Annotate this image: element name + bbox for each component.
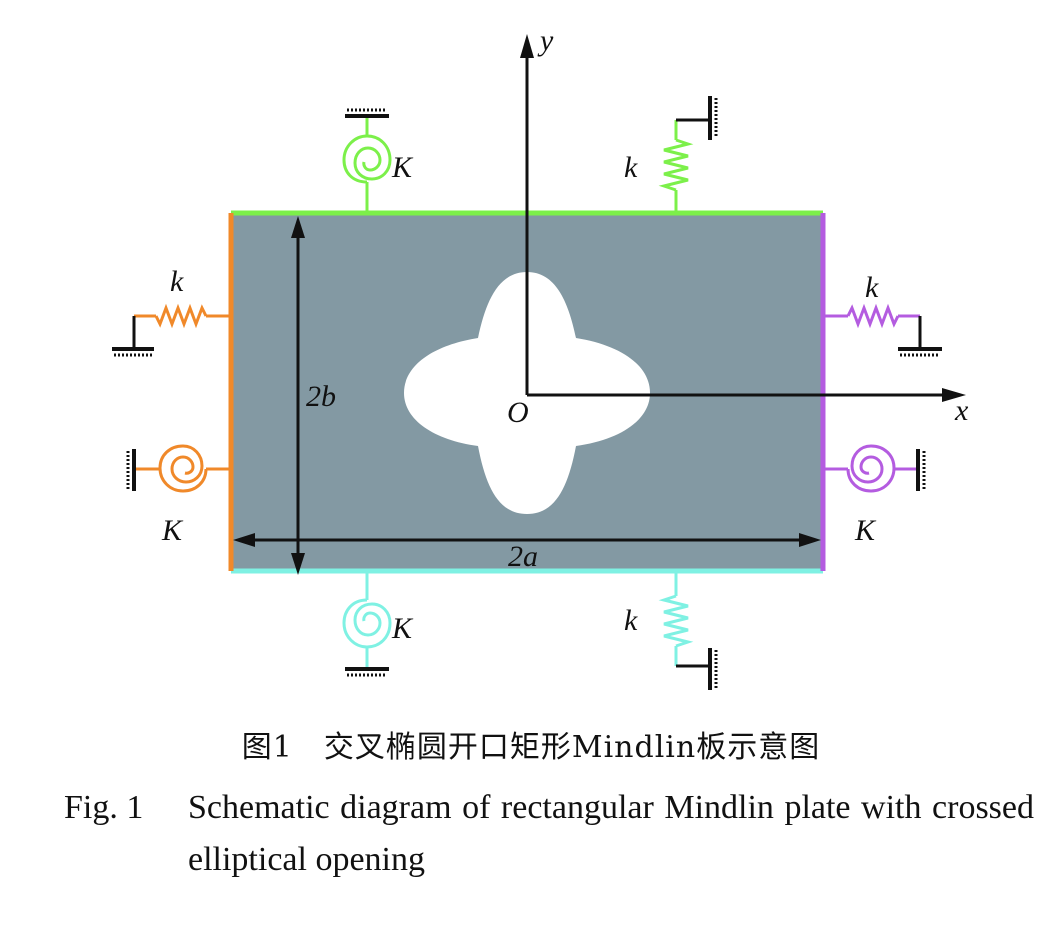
left-translational-spring-ground [112, 316, 154, 357]
bottom-rotational-spring [342, 571, 392, 668]
bottom-translational-spring-ground [676, 648, 718, 690]
caption-figure-number: Fig. 1 [64, 789, 144, 826]
right-rotational-spring [823, 444, 916, 493]
left-translational-spring-label: k [170, 265, 184, 298]
height-dimension-arrow-top [291, 216, 305, 238]
right-translational-spring-label: k [865, 271, 879, 304]
left-rotational-spring-label: K [161, 514, 184, 547]
origin-label: O [507, 396, 529, 429]
bottom-rotational-spring-ground [345, 667, 389, 677]
y-axis-arrowhead [520, 34, 534, 58]
y-axis-label: y [537, 24, 554, 57]
width-dimension-arrow-right [799, 533, 821, 547]
right-translational-spring [823, 303, 920, 329]
left-rotational-spring-ground [126, 449, 136, 491]
right-rotational-spring-ground [916, 449, 926, 491]
bottom-translational-spring-label: k [624, 604, 638, 637]
caption-chinese: 图1 交叉椭圆开口矩形Mindlin板示意图 [241, 730, 821, 765]
top-rotational-spring-label: K [391, 151, 414, 184]
plate-diagram: y x O 2b 2a K k k [112, 24, 969, 690]
bottom-rotational-spring-label: K [391, 612, 414, 645]
width-dimension-arrow-left [233, 533, 255, 547]
top-rotational-spring [342, 118, 392, 213]
width-dimension-label: 2a [508, 540, 538, 573]
height-dimension-arrow-bottom [291, 553, 305, 575]
top-translational-spring-ground [676, 96, 718, 140]
left-rotational-spring [136, 444, 231, 493]
height-dimension-label: 2b [306, 380, 336, 413]
caption-english-text: Schematic diagram of rectangular Mindlin… [188, 789, 1034, 878]
top-rotational-spring-ground [345, 108, 389, 118]
right-translational-spring-ground [898, 316, 942, 357]
top-translational-spring [658, 120, 694, 213]
bottom-translational-spring [658, 571, 694, 666]
right-rotational-spring-label: K [854, 514, 877, 547]
x-axis-arrowhead [942, 388, 966, 402]
top-translational-spring-label: k [624, 151, 638, 184]
left-translational-spring [134, 303, 231, 329]
x-axis-label: x [954, 394, 969, 427]
